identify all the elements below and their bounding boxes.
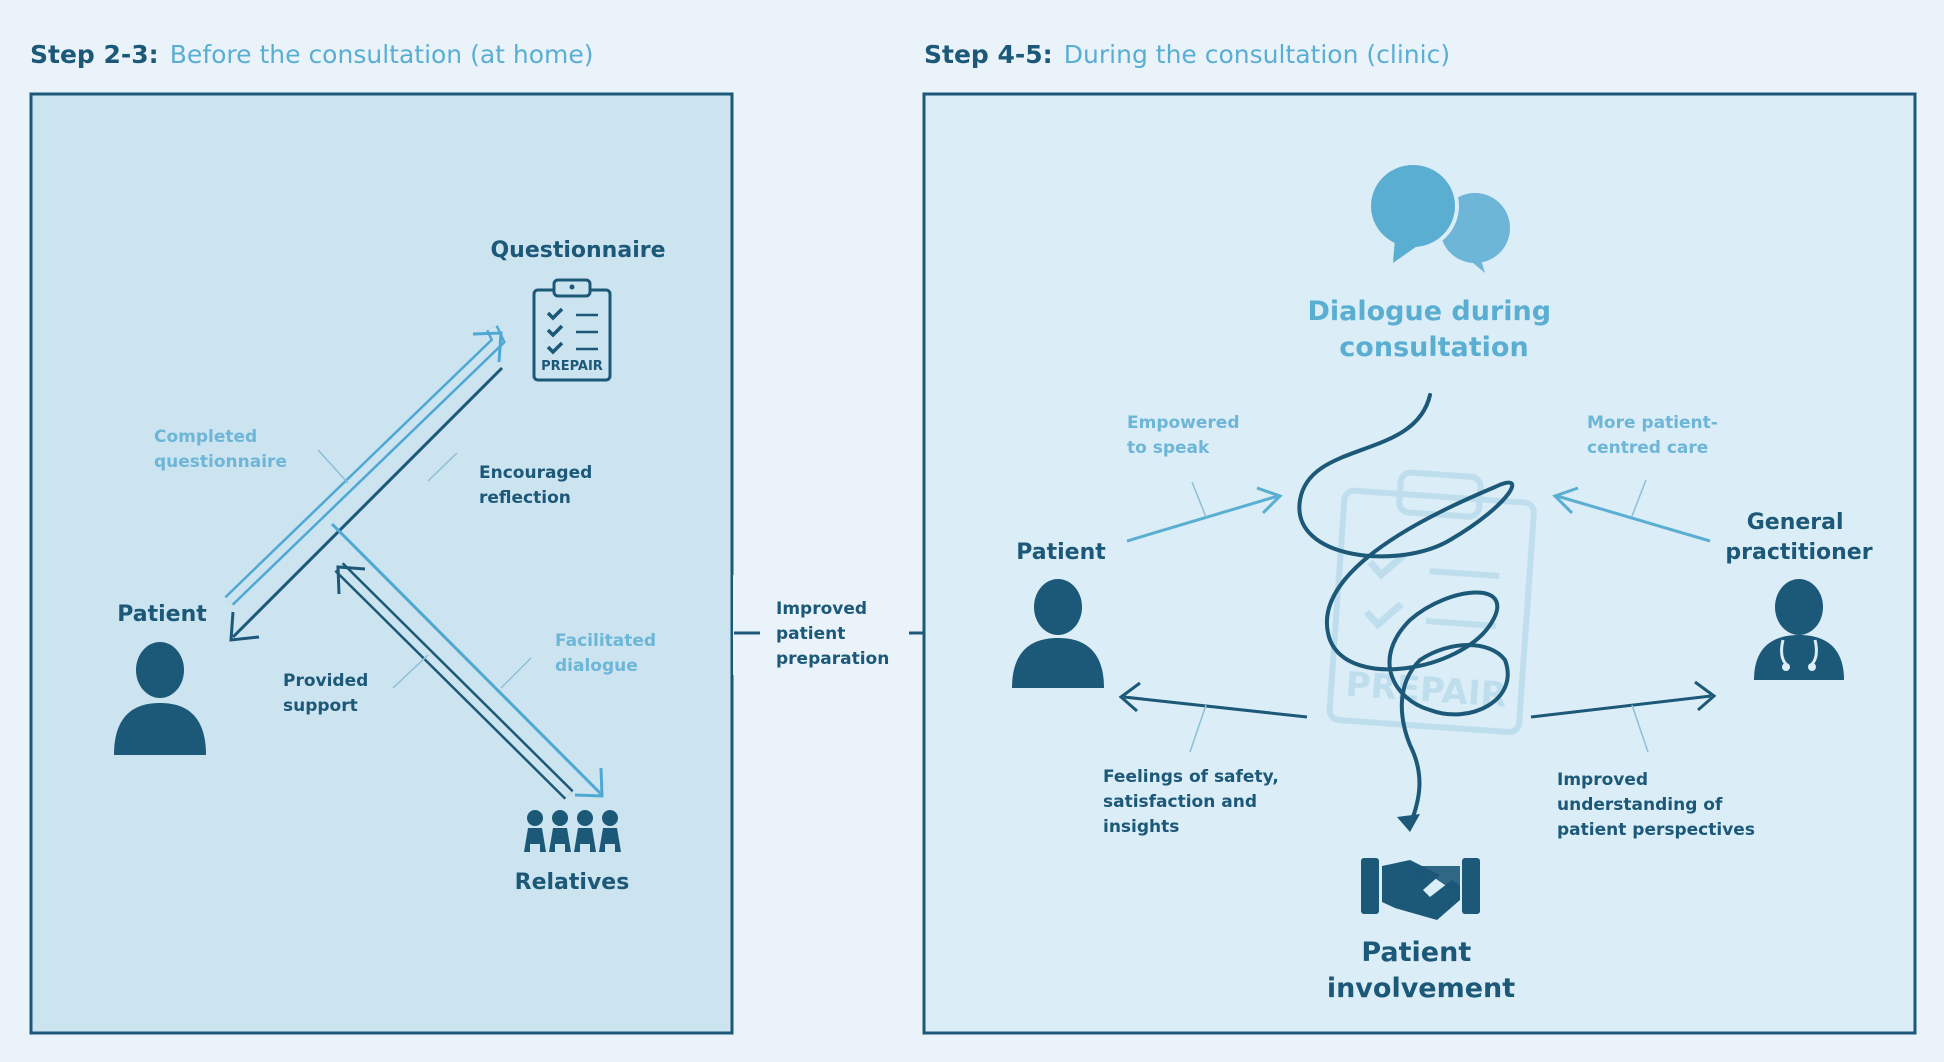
left-heading: Step 2-3: Before the consultation (at ho… (30, 40, 594, 69)
handshake-icon (1361, 858, 1480, 920)
clipboard-text: PREPAIR (541, 359, 603, 374)
questionnaire-label: Questionnaire (490, 238, 665, 263)
arrow-empowered (1126, 486, 1283, 543)
leader-encouraged (427, 452, 458, 482)
encouraged-reflection-label: Encouraged reflection (479, 463, 598, 508)
connector: Improved patient preparation (733, 575, 976, 675)
speech-bubbles-icon (1367, 161, 1510, 273)
relatives-icon (524, 810, 621, 852)
improved-understanding-label: Improved understanding of patient perspe… (1557, 770, 1755, 840)
facilitated-dialogue-label: Facilitated dialogue (555, 631, 662, 676)
right-panel: Step 4-5: During the consultation (clini… (922, 40, 1917, 1035)
right-patient-label: Patient (1016, 540, 1106, 565)
provided-support-label: Provided support (283, 671, 374, 716)
empowered-label: Empowered to speak (1127, 413, 1245, 458)
relatives-label: Relatives (515, 870, 630, 895)
right-heading-step: Step 4-5: (924, 40, 1053, 69)
feelings-label: Feelings of safety, satisfaction and ins… (1103, 767, 1285, 837)
clipboard-icon: PREPAIR (532, 278, 612, 382)
right-patient-icon (1012, 579, 1104, 688)
left-heading-step: Step 2-3: (30, 40, 159, 69)
dialogue-squiggle (1297, 393, 1515, 827)
left-patient-label: Patient (117, 602, 207, 627)
gp-icon (1754, 579, 1844, 680)
more-patient-centred-label: More patient- centred care (1587, 413, 1724, 458)
leader-facilitated (500, 657, 532, 689)
right-heading: Step 4-5: During the consultation (clini… (924, 40, 1450, 69)
leader-feelings (1189, 704, 1207, 753)
completed-questionnaire-label: Completed questionnaire (154, 427, 287, 472)
leader-completed (317, 449, 349, 484)
arrow-feelings (1118, 681, 1308, 719)
patient-involvement-label: Patient involvement (1327, 937, 1515, 1004)
left-heading-desc: Before the consultation (at home) (170, 40, 594, 69)
leader-empowered (1191, 481, 1207, 518)
arrow-patient-to-relatives (330, 522, 604, 798)
right-heading-desc: During the consultation (clinic) (1064, 40, 1450, 69)
dialogue-title: Dialogue during consultation (1307, 296, 1560, 363)
improved-preparation-label: Improved patient preparation (776, 599, 889, 669)
gp-label: General practitioner (1725, 510, 1872, 565)
leader-provided (392, 654, 429, 689)
arrow-patient-to-questionnaire (224, 325, 506, 606)
left-panel: Step 2-3: Before the consultation (at ho… (29, 40, 734, 1035)
leader-more-centred (1631, 479, 1647, 517)
left-patient-icon (114, 642, 206, 755)
leader-understanding (1631, 704, 1649, 753)
arrow-improved-understanding (1530, 680, 1717, 719)
arrow-relatives-to-patient (334, 562, 574, 800)
arrow-questionnaire-to-patient (229, 366, 504, 642)
arrow-more-patient-centred (1552, 486, 1711, 543)
squiggle-arrowhead (1397, 814, 1420, 832)
left-panel-box (29, 92, 734, 1035)
